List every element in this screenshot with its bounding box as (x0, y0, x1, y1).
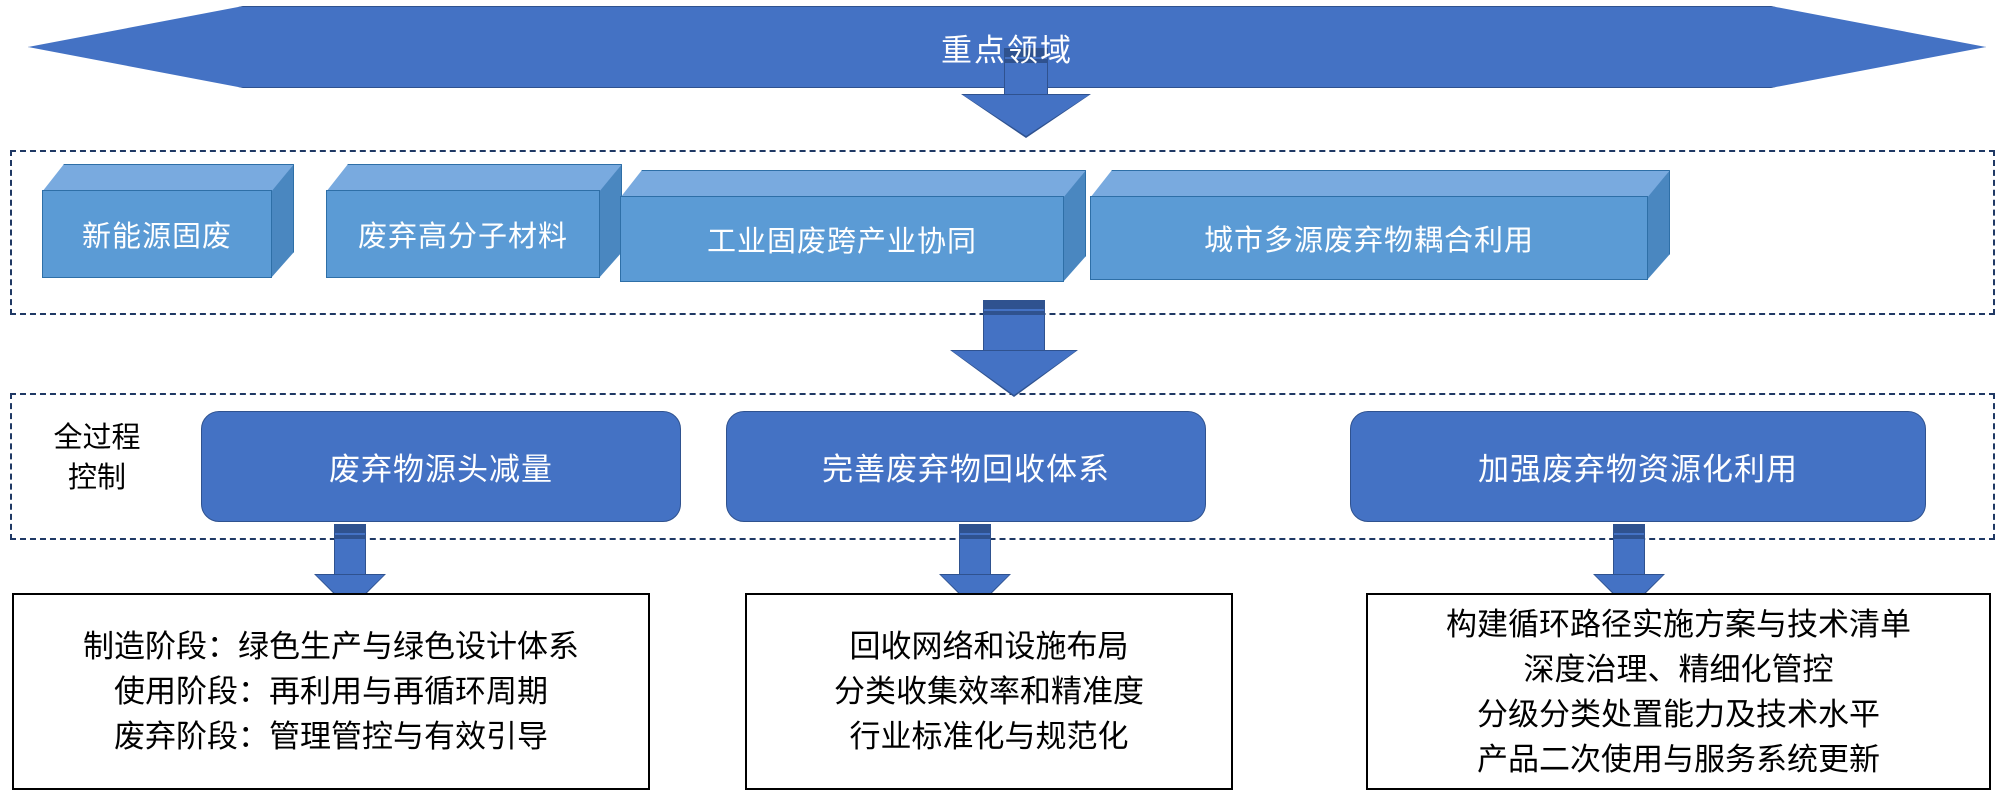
domain-box-new-energy-solid-waste[interactable]: 新能源固废 (42, 164, 294, 278)
key-fields-banner: 重点领域 (28, 6, 1986, 88)
detail-box-recycling-system: 回收网络和设施布局 分类收集效率和精准度 行业标准化与规范化 (745, 593, 1233, 790)
arrow-shaft (1613, 524, 1645, 578)
domain-box-label: 新能源固废 (81, 221, 232, 253)
arrow-shaft (959, 524, 991, 578)
process-box-enhance-resource-utilization[interactable]: 加强废弃物资源化利用 (1350, 411, 1926, 522)
domain-box-urban-multisource-waste-coupling[interactable]: 城市多源废弃物耦合利用 (1090, 170, 1670, 280)
banner-label: 重点领域 (941, 32, 1073, 68)
arrow-domains-to-process (950, 300, 1078, 397)
process-box-waste-source-reduction[interactable]: 废弃物源头减量 (201, 411, 681, 522)
detail-text: 制造阶段：绿色生产与绿色设计体系 使用阶段：再利用与再循环周期 废弃阶段：管理管… (83, 629, 579, 754)
detail-box-resource-utilization: 构建循环路径实施方案与技术清单 深度治理、精细化管控 分级分类处置能力及技术水平… (1366, 593, 1991, 790)
box-front-face (326, 190, 600, 278)
box-top-face (1090, 170, 1670, 198)
box-top-face (42, 164, 294, 192)
domain-box-label: 城市多源废弃物耦合利用 (1203, 225, 1534, 257)
detail-box-source-reduction: 制造阶段：绿色生产与绿色设计体系 使用阶段：再利用与再循环周期 废弃阶段：管理管… (12, 593, 650, 790)
process-control-band (10, 393, 1995, 540)
domain-box-label: 废弃高分子材料 (357, 221, 568, 253)
domain-box-label: 工业固废跨产业协同 (706, 226, 977, 258)
arrow-head (963, 95, 1089, 136)
box-front-face (620, 196, 1064, 282)
box-front-face (42, 190, 272, 278)
arrow-banner-to-domains (961, 48, 1091, 138)
process-box-improve-recycling-system[interactable]: 完善废弃物回收体系 (726, 411, 1206, 522)
arrow-head (952, 351, 1076, 395)
domain-box-waste-polymer-materials[interactable]: 废弃高分子材料 (326, 164, 622, 278)
box-top-face (620, 170, 1086, 198)
detail-text: 构建循环路径实施方案与技术清单 深度治理、精细化管控 分级分类处置能力及技术水平… (1446, 606, 1911, 777)
arrow-shaft (334, 524, 366, 578)
box-front-face (1090, 196, 1648, 280)
detail-text: 回收网络和设施布局 分类收集效率和精准度 行业标准化与规范化 (834, 629, 1144, 754)
process-control-label: 全过程 控制 (53, 422, 141, 494)
domain-box-industrial-solid-waste-synergy[interactable]: 工业固废跨产业协同 (620, 170, 1086, 282)
box-top-face (326, 164, 622, 192)
